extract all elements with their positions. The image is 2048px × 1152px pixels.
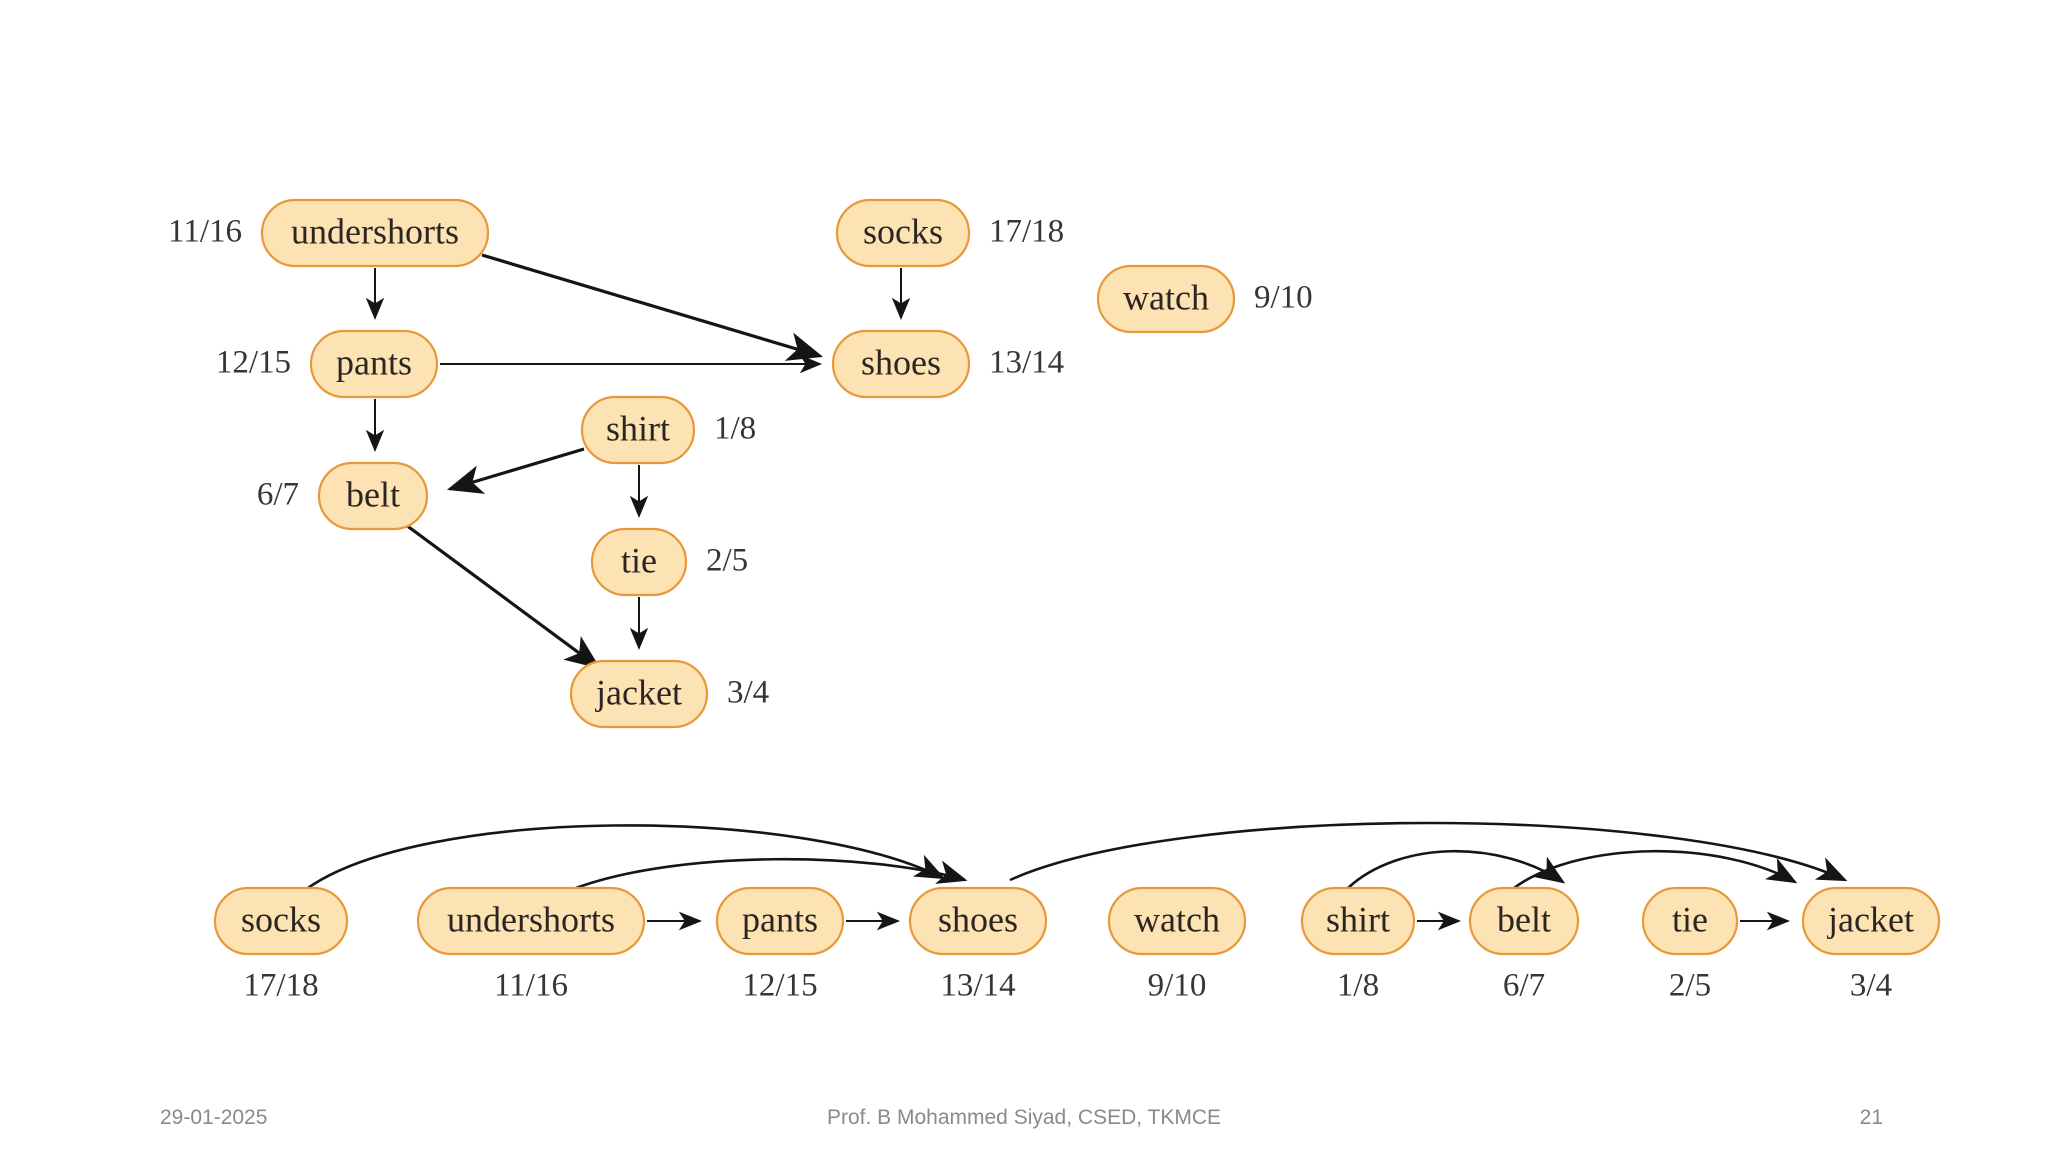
order-edge-belt-jacket [1513,849,1798,890]
order-nodes: socks 17/18 undershorts 11/16 pants 12/15 shoe… [213,886,1941,1004]
dag-node-pants[interactable]: pants 12/15 [216,329,439,399]
dag-node-tie[interactable]: tie 2/5 [590,527,748,597]
order-time-label-jacket: 3/4 [1850,968,1892,1004]
dag-node-shape-pants [309,329,439,399]
order-node-label-watch: watch [1134,899,1220,939]
order-node-watch[interactable]: watch 9/10 [1107,886,1247,1004]
order-node-shape-tie [1641,886,1739,956]
dag-node-label-socks: socks [863,211,943,251]
order-node-pants[interactable]: pants 12/15 [715,886,845,1004]
footer-author: Prof. B Mohammed Siyad, CSED, TKMCE [826,1106,1222,1129]
footer-page-number: 21 [1859,1106,1883,1129]
order-node-label-pants: pants [742,899,818,939]
order-time-label-belt: 6/7 [1503,968,1545,1004]
order-node-shape-shirt [1300,886,1416,956]
order-node-label-shirt: shirt [1326,899,1390,939]
dag-node-watch[interactable]: watch 9/10 [1096,264,1313,334]
dag-edges [365,253,911,669]
order-node-socks[interactable]: socks 17/18 [213,886,349,1004]
order-node-label-belt: belt [1497,899,1551,939]
order-time-label-shirt: 1/8 [1337,968,1379,1004]
dag-time-label-jacket: 3/4 [727,675,769,711]
dag-node-label-undershorts: undershorts [291,211,459,251]
order-node-shape-belt [1468,886,1580,956]
order-node-shoes[interactable]: shoes 13/14 [908,886,1048,1004]
order-node-shirt[interactable]: shirt 1/8 [1300,886,1416,1004]
dag-node-label-jacket: jacket [594,672,682,712]
dag-node-shape-tie [590,527,688,597]
dag-nodes: undershorts 11/16 socks 17/18 watch 9/10 pants… [168,198,1313,729]
dag-node-label-watch: watch [1123,277,1209,317]
dag-time-label-pants: 12/15 [216,345,291,381]
dag-node-shape-undershorts [260,198,490,268]
order-edge-undershorts-shoes [575,857,968,890]
dag-time-label-undershorts: 11/16 [168,214,242,250]
dag-node-label-tie: tie [621,540,657,580]
dag-node-label-belt: belt [346,474,400,514]
order-node-label-socks: socks [241,899,321,939]
dag-node-label-pants: pants [336,342,412,382]
order-time-label-tie: 2/5 [1669,968,1711,1004]
order-edge-shirt-tie [1347,849,1566,889]
order-node-undershorts[interactable]: undershorts 11/16 [416,886,646,1004]
dag-edge-undershorts-shoes [481,253,824,361]
order-node-tie[interactable]: tie 2/5 [1641,886,1739,1004]
dag-node-shoes[interactable]: shoes 13/14 [831,329,1064,399]
dag-node-shape-shoes [831,329,971,399]
dag-node-socks[interactable]: socks 17/18 [835,198,1064,268]
order-node-label-tie: tie [1672,899,1708,939]
dag-node-shirt[interactable]: shirt 1/8 [580,395,756,465]
order-node-shape-shoes [908,886,1048,956]
slide-footer: 29-01-2025 Prof. B Mohammed Siyad, CSED,… [0,1092,2048,1152]
order-edge-shirt-jacket [1009,821,1848,882]
dag-node-shape-jacket [569,659,709,729]
order-node-shape-watch [1107,886,1247,956]
order-node-belt[interactable]: belt 6/7 [1468,886,1580,1004]
dag-node-undershorts[interactable]: undershorts 11/16 [168,198,490,268]
footer-date: 29-01-2025 [160,1106,268,1129]
dag-node-label-shoes: shoes [861,342,941,382]
dag-time-label-watch: 9/10 [1254,280,1313,316]
order-time-label-pants: 12/15 [742,968,817,1004]
order-node-shape-pants [715,886,845,956]
order-edges [304,821,1848,931]
order-node-jacket[interactable]: jacket 3/4 [1801,886,1941,1004]
dag-node-label-shirt: shirt [606,408,670,448]
dag-node-shape-belt [317,461,429,531]
order-node-shape-socks [213,886,349,956]
dag-edge-belt-jacket [405,523,601,669]
dag-node-belt[interactable]: belt 6/7 [257,461,429,531]
order-node-label-shoes: shoes [938,899,1018,939]
dag-node-shape-shirt [580,395,696,465]
order-edge-socks-shoes [304,824,946,892]
order-node-label-jacket: jacket [1826,899,1914,939]
order-time-label-socks: 17/18 [243,968,318,1004]
dag-node-shape-watch [1096,264,1236,334]
graphs-svg: undershorts 11/16 socks 17/18 watch 9/10 pants… [168,198,1941,1004]
order-time-label-undershorts: 11/16 [494,968,568,1004]
dag-node-jacket[interactable]: jacket 3/4 [569,659,769,729]
dag-time-label-belt: 6/7 [257,477,299,513]
dag-node-shape-socks [835,198,971,268]
dag-time-label-shoes: 13/14 [989,345,1064,381]
dag-time-label-socks: 17/18 [989,214,1064,250]
order-time-label-watch: 9/10 [1148,968,1207,1004]
order-node-shape-undershorts [416,886,646,956]
dag-edge-shirt-belt [446,447,585,494]
order-time-label-shoes: 13/14 [940,968,1015,1004]
order-node-label-undershorts: undershorts [447,899,615,939]
order-node-shape-jacket [1801,886,1941,956]
dag-time-label-tie: 2/5 [706,543,748,579]
dag-time-label-shirt: 1/8 [714,411,756,447]
